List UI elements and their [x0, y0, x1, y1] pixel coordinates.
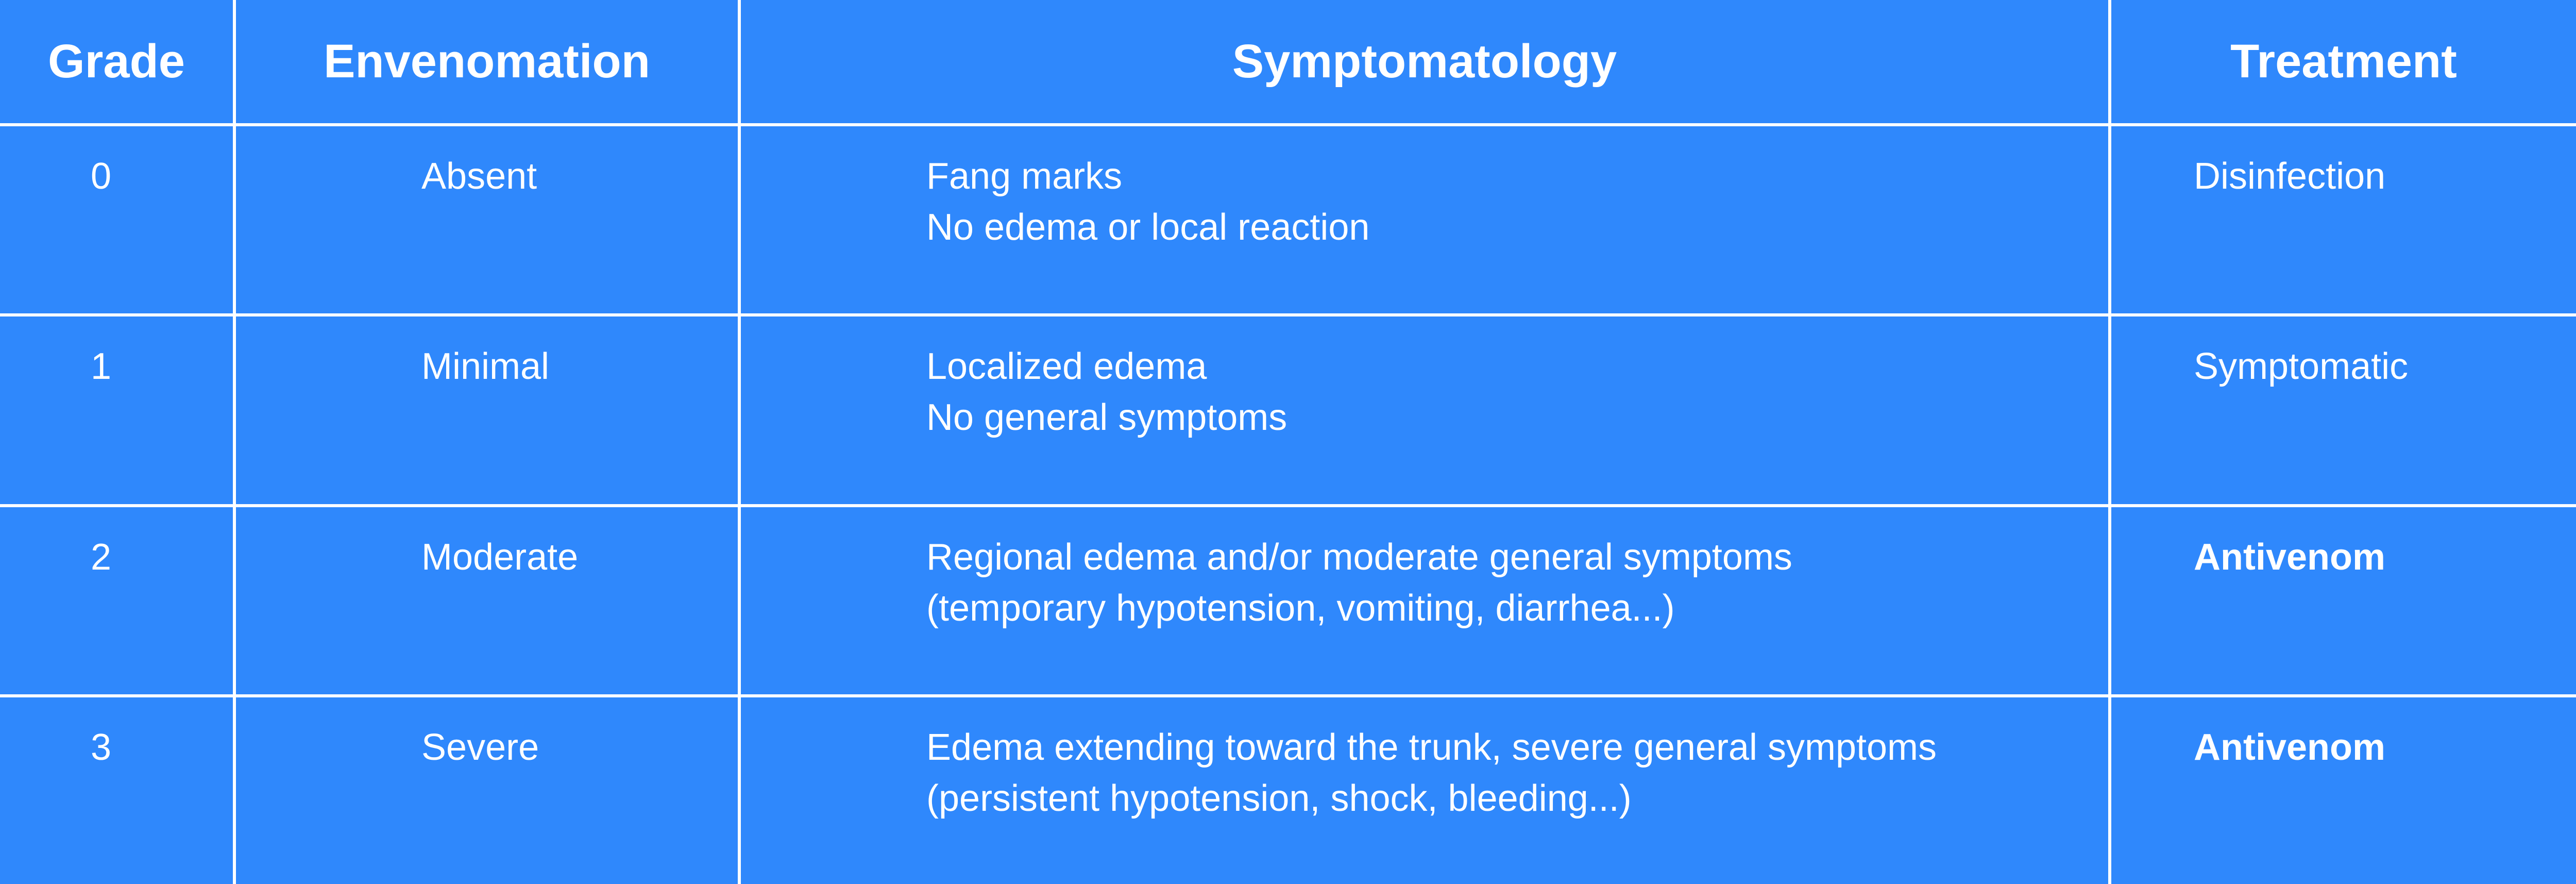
- envenomation-cell: Moderate: [233, 504, 741, 698]
- treatment-value: Antivenom: [2194, 727, 2386, 769]
- treatment-value: Symptomatic: [2194, 346, 2409, 388]
- grade-cell: 3: [0, 694, 236, 884]
- treatment-cell: Antivenom: [2108, 504, 2576, 698]
- table-row: 0 Absent Fang marks No edema or local rea…: [0, 123, 2576, 317]
- grade-value: 2: [90, 536, 112, 578]
- grade-value: 0: [90, 156, 112, 197]
- treatment-value: Antivenom: [2194, 536, 2386, 578]
- symptom-line: (temporary hypotension, vomiting, diarrh…: [926, 587, 1675, 629]
- table-row: 1 Minimal Localized edema No general symp…: [0, 313, 2576, 507]
- symptomatology-cell: Edema extending toward the trunk, severe…: [738, 694, 2111, 884]
- symptomatology-cell: Fang marks No edema or local reaction: [738, 123, 2111, 317]
- treatment-cell: Antivenom: [2108, 694, 2576, 884]
- envenomation-value: Absent: [421, 156, 537, 197]
- symptom-line: No edema or local reaction: [926, 207, 1370, 248]
- symptom-line: Localized edema: [926, 346, 1207, 388]
- treatment-cell: Disinfection: [2108, 123, 2576, 317]
- header-row: Grade Envenomation Symptomatology Treatm…: [0, 0, 2576, 126]
- symptomatology-cell: Regional edema and/or moderate general s…: [738, 504, 2111, 698]
- treatment-value: Disinfection: [2194, 156, 2386, 197]
- treatment-cell: Symptomatic: [2108, 313, 2576, 507]
- envenomation-cell: Severe: [233, 694, 741, 884]
- header-symptomatology: Symptomatology: [738, 0, 2111, 126]
- envenomation-value: Minimal: [421, 346, 550, 388]
- symptom-line: No general symptoms: [926, 397, 1287, 439]
- envenomation-cell: Minimal: [233, 313, 741, 507]
- symptom-line: Regional edema and/or moderate general s…: [926, 536, 1792, 578]
- envenomation-cell: Absent: [233, 123, 741, 317]
- symptomatology-cell: Localized edema No general symptoms: [738, 313, 2111, 507]
- grade-cell: 2: [0, 504, 236, 698]
- envenomation-value: Moderate: [421, 536, 579, 578]
- header-treatment: Treatment: [2108, 0, 2576, 126]
- symptom-line: Fang marks: [926, 156, 1123, 197]
- grade-value: 1: [90, 346, 112, 388]
- grade-cell: 1: [0, 313, 236, 507]
- header-grade: Grade: [0, 0, 236, 126]
- table-row: 3 Severe Edema extending toward the trun…: [0, 694, 2576, 884]
- symptom-line: (persistent hypotension, shock, bleeding…: [926, 778, 1632, 820]
- grade-cell: 0: [0, 123, 236, 317]
- symptom-line: Edema extending toward the trunk, severe…: [926, 727, 1937, 769]
- header-envenomation: Envenomation: [233, 0, 741, 126]
- table-row: 2 Moderate Regional edema and/or moderat…: [0, 504, 2576, 698]
- envenomation-value: Severe: [421, 727, 539, 769]
- grade-value: 3: [90, 727, 112, 769]
